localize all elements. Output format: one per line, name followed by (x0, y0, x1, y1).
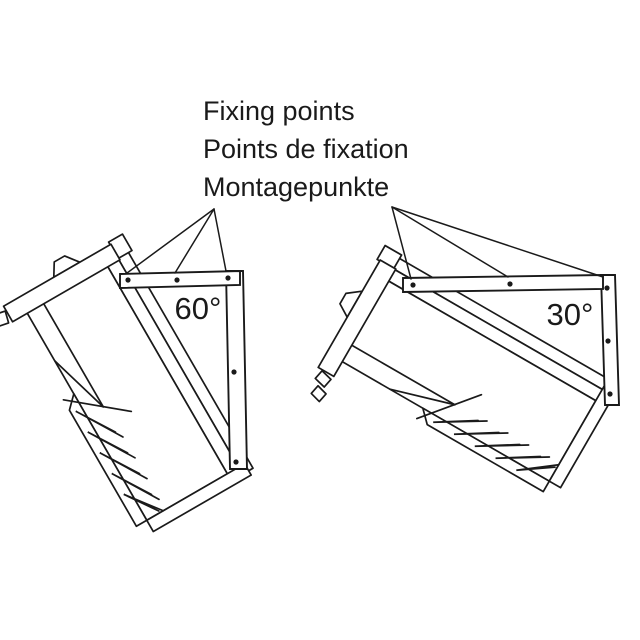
fixing-point-dot (605, 338, 611, 344)
fixing-points-60deg (125, 275, 239, 465)
label-line-de: Montagepunkte (203, 172, 390, 202)
bracket-horizontal-bar (402, 274, 604, 293)
label-line-en: Fixing points (203, 96, 355, 126)
angle-label-30: 30° (547, 297, 594, 332)
bracket-vertical-bar (225, 270, 248, 470)
fixing-point-dot (607, 391, 613, 397)
fixing-point-dot (233, 459, 239, 465)
fixing-points-30deg (410, 281, 613, 397)
fixing-point-dot (231, 369, 237, 375)
leader-lines-60deg (126, 208, 227, 274)
bracket-horizontal-bar (119, 270, 241, 289)
fixing-point-dot (604, 285, 610, 291)
diagram-60deg: 60° (0, 208, 260, 556)
leader-lines-30deg (391, 206, 604, 280)
mounting-bracket-60deg (119, 270, 248, 470)
angle-label-60: 60° (175, 291, 222, 326)
diagram-30deg: 30° (291, 206, 623, 529)
label-line-fr: Points de fixation (203, 134, 409, 164)
fixing-point-dot (225, 275, 231, 281)
fixing-points-label-block: Fixing points Points de fixation Montage… (203, 92, 409, 206)
fixing-point-dot (410, 282, 416, 288)
fixing-point-dot (125, 277, 131, 283)
fixing-point-dot (174, 277, 180, 283)
fixing-point-dot (507, 281, 513, 287)
